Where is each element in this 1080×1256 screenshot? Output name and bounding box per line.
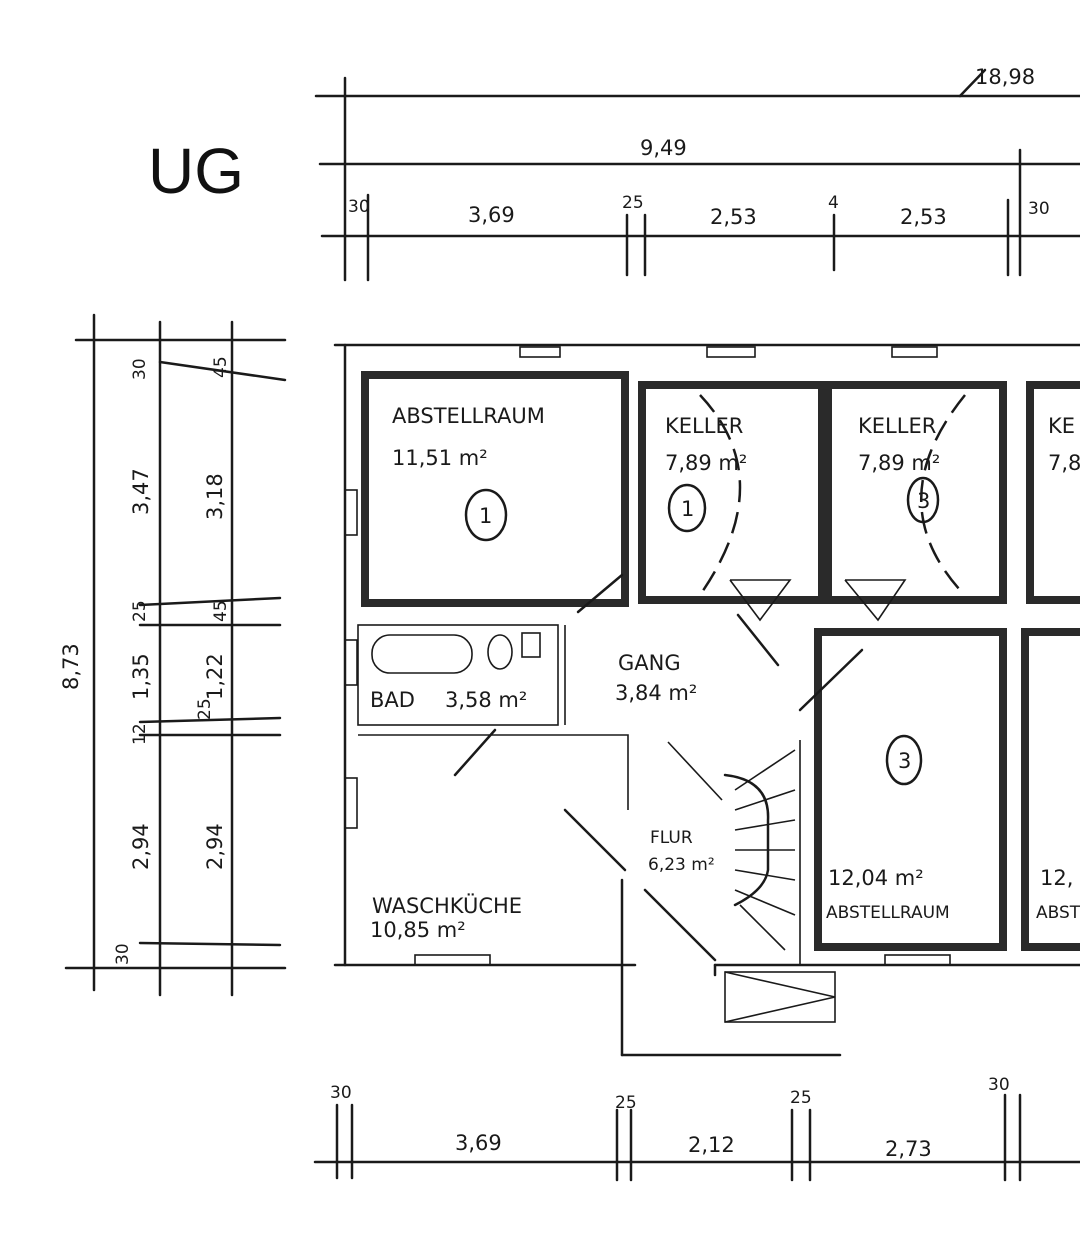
dim-label: 2,94 (129, 823, 153, 870)
room-area: 6,23 m² (648, 855, 715, 875)
room-flur: FLUR 6,23 m² (648, 828, 715, 875)
dim-label: 30 (988, 1075, 1010, 1095)
room-name: KELLER (665, 414, 743, 438)
room-abstellraum-partial: 12, ABST (1036, 866, 1080, 923)
top-dimensions: 18,98 9,49 30 3,69 25 2,53 4 2,53 30 (314, 65, 1080, 282)
doors (453, 394, 966, 777)
dim-label: 25 (195, 698, 215, 720)
room-area: 12,04 m² (828, 866, 924, 890)
dim-label: 2,53 (900, 205, 947, 229)
room-area: 7,89 m² (665, 451, 747, 475)
dim-top-half: 9,49 (640, 136, 687, 160)
room-abstellraum-3: 3 12,04 m² ABSTELLRAUM (826, 734, 950, 923)
room-name: WASCHKÜCHE (372, 893, 522, 918)
dim-label: 45 (211, 356, 231, 378)
dim-label: 3,69 (468, 203, 515, 227)
dim-label: 30 (113, 943, 133, 965)
walls (333, 343, 1080, 1057)
windows (344, 346, 951, 966)
room-name: KELLER (858, 414, 936, 438)
dim-label: 25 (790, 1088, 812, 1108)
room-name: ABSTELLRAUM (392, 404, 545, 428)
dim-label: 1,22 (203, 653, 227, 700)
dim-label: 45 (211, 600, 231, 622)
dim-label: 3,47 (129, 468, 153, 515)
bottom-dimensions: 30 3,69 25 2,12 25 2,73 30 (313, 1075, 1080, 1182)
room-bad: BAD 3,58 m² (370, 688, 527, 712)
dim-label: 3,18 (203, 473, 227, 520)
dim-label: 1,35 (129, 653, 153, 700)
room-area: 10,85 m² (370, 918, 466, 942)
unit-marker: 3 (917, 489, 930, 513)
room-keller-3: KELLER 7,89 m² 3 (858, 414, 940, 524)
dim-label: 3,69 (455, 1131, 502, 1155)
room-area: 3,84 m² (615, 681, 697, 705)
dim-label: 25 (615, 1093, 637, 1113)
stairs (667, 741, 836, 1023)
room-gang: GANG 3,84 m² (615, 651, 697, 705)
room-name: KE (1048, 414, 1075, 438)
dim-left-total: 8,73 (59, 643, 83, 690)
unit-marker: 1 (479, 504, 492, 528)
dim-label: 2,53 (710, 205, 757, 229)
bath-fixtures (371, 632, 541, 674)
room-keller-partial: KE 7,8 (1048, 414, 1080, 475)
room-name: BAD (370, 688, 415, 712)
room-waschkueche: WASCHKÜCHE 10,85 m² (370, 893, 522, 942)
left-dimensions: 8,73 30 3,47 25 1,35 12 2,94 30 45 3,18 … (59, 313, 287, 997)
room-area: 11,51 m² (392, 446, 488, 470)
room-area: 12, (1040, 866, 1073, 890)
room-name: ABST (1036, 903, 1080, 923)
room-name: FLUR (650, 828, 693, 848)
dim-label: 4 (828, 193, 839, 213)
room-area: 7,8 (1048, 451, 1080, 475)
room-abstellraum-1: ABSTELLRAUM 11,51 m² 1 (392, 404, 545, 542)
dim-label: 30 (330, 1083, 352, 1103)
floor-label: UG (148, 135, 244, 207)
room-area: 3,58 m² (445, 688, 527, 712)
dim-top-total: 18,98 (975, 65, 1035, 89)
unit-marker: 3 (898, 749, 911, 773)
dim-label: 2,94 (203, 823, 227, 870)
room-keller-1: KELLER 7,89 m² 1 (665, 414, 747, 533)
room-area: 7,89 m² (858, 451, 940, 475)
dim-label: 2,12 (688, 1133, 735, 1157)
dim-label: 25 (130, 600, 150, 622)
dim-label: 12 (130, 723, 150, 745)
dim-label: 30 (130, 358, 150, 380)
room-name: ABSTELLRAUM (826, 903, 950, 923)
room-labels: ABSTELLRAUM 11,51 m² 1 KELLER 7,89 m² 1 … (370, 404, 1080, 942)
dim-label: 2,73 (885, 1137, 932, 1161)
dim-label: 30 (348, 197, 370, 217)
unit-marker: 1 (681, 497, 694, 521)
room-name: GANG (618, 651, 681, 675)
dim-label: 25 (622, 193, 644, 213)
dim-label: 30 (1028, 199, 1050, 219)
